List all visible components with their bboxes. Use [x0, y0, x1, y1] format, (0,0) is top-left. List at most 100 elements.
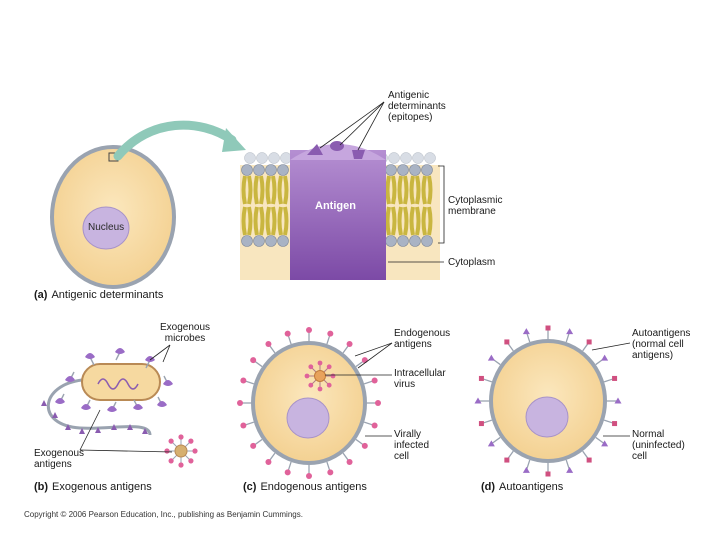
spike-tip: [545, 471, 551, 477]
spike-tip: [478, 375, 484, 381]
lipid-tail: [397, 206, 409, 236]
spike-tip: [361, 442, 368, 449]
caption-a-text: Antigenic determinants: [51, 289, 164, 301]
lipid-head: [421, 164, 433, 176]
virus-core: [314, 370, 326, 382]
cytoplasm-label: Cytoplasm: [448, 257, 496, 268]
exogenous-antigens-label: Exogenous antigens: [34, 448, 85, 470]
antigen-blob: [65, 376, 75, 382]
spike-tip: [371, 377, 378, 384]
lipid-head: [265, 164, 277, 176]
copyright-notice: Copyright © 2006 Pearson Education, Inc.…: [24, 510, 303, 519]
spike-tip: [375, 400, 381, 406]
caption-d: (d)Autoantigens: [481, 481, 563, 493]
virus-label: Intracellular virus: [394, 368, 446, 390]
spike-tip: [566, 328, 574, 335]
tail-spike: [52, 412, 58, 418]
lipid-head: [241, 235, 253, 247]
lipid-head: [409, 235, 421, 247]
lipid-tail: [253, 175, 265, 205]
tail-spikes: [41, 400, 148, 434]
lipid-tail: [253, 206, 265, 236]
antigen-blob: [133, 404, 143, 410]
spike-tip: [612, 375, 618, 381]
autoantigen-spikes: [474, 325, 622, 477]
spike-tip: [504, 457, 510, 463]
spike-tip: [306, 473, 312, 479]
spike-tip: [346, 340, 353, 347]
spike-tip: [522, 466, 530, 473]
antigen-label: Antigen: [315, 200, 356, 212]
lipid-head: [253, 235, 265, 247]
epitopes-label: Antigenic determinants (epitopes): [388, 90, 446, 123]
normal-cell-label: Normal (uninfected) cell: [632, 429, 685, 462]
virus-tip: [330, 373, 336, 379]
membrane-bracket: [438, 165, 445, 244]
spike-tip: [586, 457, 592, 463]
panel-c: [237, 327, 393, 479]
free-antigen-tip: [188, 458, 194, 464]
lipid-head: [277, 164, 289, 176]
panel-d: [474, 325, 631, 477]
antigen-column: [290, 150, 386, 280]
spike-tip: [265, 459, 272, 466]
panel-b-pointers: [79, 344, 173, 453]
lipid-tail: [421, 206, 433, 236]
free-antigen-tip: [168, 438, 174, 444]
free-antigen-tip: [178, 462, 184, 468]
nucleus: [82, 206, 130, 250]
free-antigen: [164, 434, 198, 468]
antigen-blob: [81, 404, 91, 410]
caption-a-letter: (a): [34, 289, 48, 301]
spike-tip: [240, 377, 247, 384]
free-antigen-tip: [164, 448, 170, 454]
normal-nucleus: [525, 396, 569, 438]
epitope-shapes: [307, 141, 365, 159]
caption-b-text: Exogenous antigens: [52, 481, 152, 493]
tail-spike: [142, 428, 148, 434]
spike-tip: [284, 469, 291, 476]
spike-tip: [566, 466, 574, 473]
nucleus-label: Nucleus: [88, 222, 125, 233]
virus-tip: [308, 364, 314, 370]
virus-tip: [308, 382, 314, 388]
virus-tip: [317, 360, 323, 366]
spike-tip: [346, 459, 353, 466]
tail-spike: [41, 400, 47, 406]
spike-tip: [478, 421, 484, 427]
lipid-head: [424, 152, 436, 164]
antigen-blob: [107, 406, 117, 412]
spike-tip: [545, 325, 551, 331]
tail-spike: [79, 428, 85, 434]
lipid-head: [268, 152, 280, 164]
spike-tip: [474, 397, 482, 404]
virus-tip: [326, 364, 332, 370]
spike-tip: [237, 400, 243, 406]
caption-c: (c)Endogenous antigens: [243, 481, 367, 493]
lipid-head: [388, 152, 400, 164]
lipid-head: [397, 235, 409, 247]
virus-tip: [326, 382, 332, 388]
infected-nucleus: [286, 397, 330, 439]
membrane-label: Cytoplasmic membrane: [448, 195, 503, 217]
lipid-head: [412, 152, 424, 164]
lipid-tail: [409, 175, 421, 205]
spike-stalk: [490, 436, 501, 445]
caption-d-text: Autoantigens: [499, 481, 564, 493]
lipid-head: [385, 235, 397, 247]
lipid-tail: [277, 206, 289, 236]
endogenous-label: Endogenous antigens: [394, 328, 451, 350]
panel-d-pointers: [591, 342, 631, 437]
lipid-tail: [241, 175, 253, 205]
microbe-dna: [97, 378, 139, 390]
lipid-head: [241, 164, 253, 176]
lipid-tail: [409, 206, 421, 236]
antigen-blob: [145, 356, 155, 362]
spike-tip: [306, 327, 312, 333]
lipid-tail: [421, 175, 433, 205]
panel-c-pointers: [325, 342, 393, 437]
caption-a: (a)Antigenic determinants: [34, 289, 163, 301]
phospholipid-heads-bottom: [241, 235, 433, 247]
